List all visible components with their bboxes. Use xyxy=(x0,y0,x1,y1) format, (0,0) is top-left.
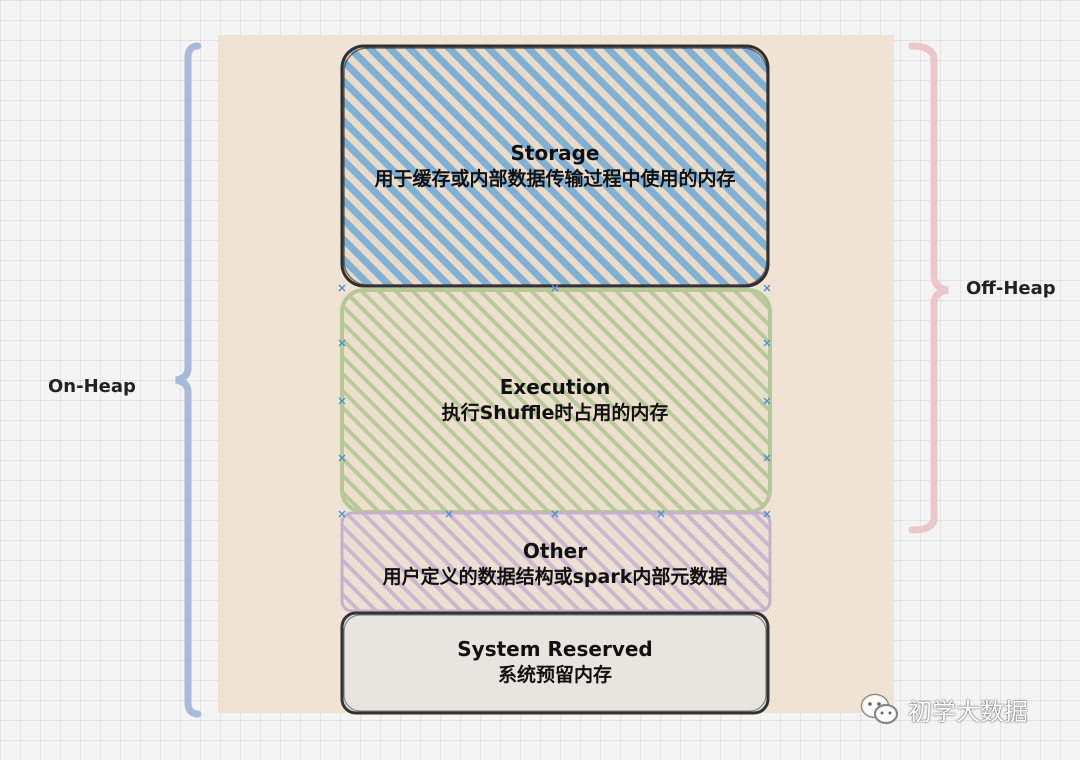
system-reserved-title: System Reserved xyxy=(457,637,653,661)
storage-title: Storage xyxy=(510,141,600,165)
selection-markers xyxy=(338,284,771,518)
watermark-text: 初学大数据 xyxy=(908,698,1028,726)
system-reserved-label: System Reserved 系统预留内存 xyxy=(348,634,762,690)
storage-description: 用于缓存或内部数据传输过程中使用的内存 xyxy=(374,168,736,190)
off-heap-label: Off-Heap xyxy=(966,278,1056,299)
storage-label: Storage 用于缓存或内部数据传输过程中使用的内存 xyxy=(348,120,762,212)
other-title: Other xyxy=(522,539,588,563)
off-heap-brace xyxy=(908,42,949,534)
watermark: 初学大数据 xyxy=(860,692,1028,727)
on-heap-label: On-Heap xyxy=(48,376,136,397)
wechat-icon xyxy=(860,693,899,724)
execution-title: Execution xyxy=(499,375,611,399)
execution-description: 执行Shuffle时占用的内存 xyxy=(441,402,669,424)
other-description: 用户定义的数据结构或spark内部元数据 xyxy=(382,566,728,588)
on-heap-brace xyxy=(175,42,202,718)
system-reserved-block[interactable] xyxy=(340,611,770,715)
system-reserved-description: 系统预留内存 xyxy=(497,664,612,686)
execution-label: Execution 执行Shuffle时占用的内存 xyxy=(348,372,762,428)
storage-block[interactable] xyxy=(340,44,770,288)
other-label: Other 用户定义的数据结构或spark内部元数据 xyxy=(348,536,762,592)
